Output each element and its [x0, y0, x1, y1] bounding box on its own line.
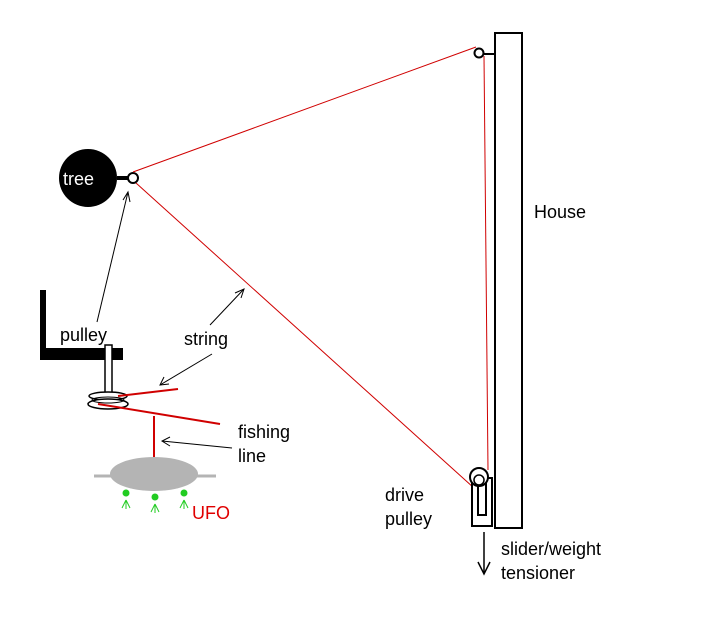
string-arrow-lower: [159, 353, 213, 386]
string-house-down: [483, 55, 489, 471]
house-label: House: [534, 202, 586, 222]
pulley-label: pulley: [60, 325, 107, 345]
ufo-body: [110, 457, 198, 491]
string-small-lower: [97, 403, 221, 425]
ufo-light: [122, 489, 130, 497]
drive-pulley-label-line1: drive: [385, 485, 424, 505]
pulley-arrow: [96, 190, 131, 323]
drive-pulley-label-line2: pulley: [385, 509, 432, 529]
ufo-light: [151, 493, 159, 501]
ufo-label: UFO: [192, 503, 230, 523]
drive-pulley: [469, 467, 493, 527]
fishing-line-arrow: [160, 436, 233, 449]
string-small-upper: [117, 388, 179, 397]
tree-label: tree: [63, 169, 94, 189]
string-arrow-upper: [209, 288, 245, 326]
string-label: string: [184, 329, 228, 349]
tree: tree: [59, 149, 117, 207]
tree-circle: [59, 149, 117, 207]
house-wall: [494, 32, 523, 529]
tensioner-label-line2: tensioner: [501, 563, 575, 583]
bracket: [40, 290, 123, 401]
tensioner-label-line1: slider/weight: [501, 539, 601, 559]
house-top-pulley: [473, 47, 496, 59]
string-loop: [132, 46, 489, 489]
tree-pulley: [117, 172, 139, 184]
fishing-label-line1: fishing: [238, 422, 290, 442]
ufo: [94, 457, 216, 513]
ufo-light: [180, 489, 188, 497]
string-tree-to-drive: [135, 182, 475, 489]
small-pulley: [87, 391, 129, 410]
string-tree-to-house: [132, 46, 477, 173]
down-arrow: [477, 532, 491, 576]
fishing-label-line2: line: [238, 446, 266, 466]
